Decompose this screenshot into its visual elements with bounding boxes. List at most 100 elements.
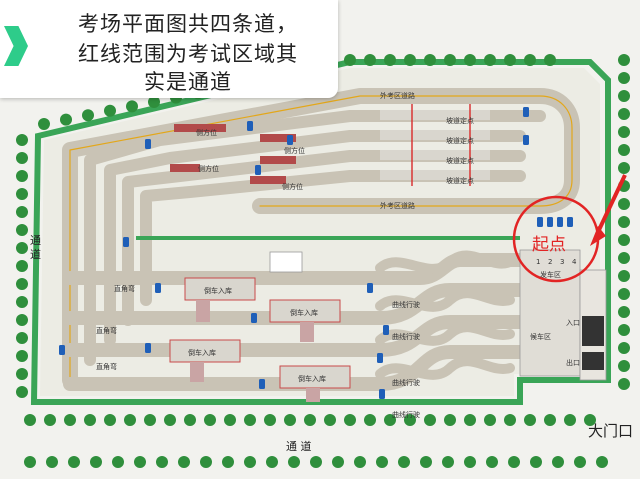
tree-icon (38, 118, 50, 130)
lane-number-3: 3 (560, 258, 565, 266)
tree-icon (156, 456, 168, 468)
car-icon (523, 107, 529, 117)
car-icon (259, 379, 265, 389)
tree-icon (224, 414, 236, 426)
tree-icon (544, 54, 556, 66)
tree-icon (124, 414, 136, 426)
tree-icon (244, 414, 256, 426)
tree-icon (618, 72, 630, 84)
car-icon (567, 217, 573, 227)
tree-icon (16, 386, 28, 398)
car-icon (547, 217, 553, 227)
curve-label-1: 曲线行驶 (392, 301, 420, 309)
tree-icon (618, 108, 630, 120)
tree-icon (16, 224, 28, 236)
car-icon (377, 353, 383, 363)
tree-icon (508, 456, 520, 468)
tree-icon (24, 414, 36, 426)
side-parking-blocks (170, 124, 296, 184)
tree-icon (84, 414, 96, 426)
tree-icon (618, 270, 630, 282)
top-road-label: 外考区道路 (380, 92, 415, 100)
tree-icon (530, 456, 542, 468)
tree-icon (618, 360, 630, 372)
curve-label-4: 曲线行驶 (392, 411, 420, 419)
tree-icon (444, 54, 456, 66)
start-label: 起点 (532, 235, 566, 255)
reverse-parking-label-3: 倒车入库 (188, 349, 216, 357)
tree-icon (618, 342, 630, 354)
tree-icon (112, 456, 124, 468)
car-icon (287, 135, 293, 145)
left-road-label: 通 道 (30, 234, 41, 261)
tree-icon (344, 54, 356, 66)
tree-icon (16, 350, 28, 362)
lane-number-1: 1 (536, 258, 541, 266)
curve-label-3: 曲线行驶 (392, 379, 420, 387)
tree-icon (288, 456, 300, 468)
tree-icon (16, 206, 28, 218)
tree-icon (354, 456, 366, 468)
tree-icon (90, 456, 102, 468)
tree-icon (618, 216, 630, 228)
car-icon (523, 135, 529, 145)
car-icon (367, 283, 373, 293)
tree-icon (104, 104, 116, 117)
right-turn-label-1: 直角弯 (114, 285, 135, 293)
reverse-parking-label-1: 倒车入库 (204, 287, 232, 295)
tree-icon (364, 414, 376, 426)
tree-icon (424, 54, 436, 66)
tree-icon (44, 414, 56, 426)
tree-icon (264, 414, 276, 426)
tree-icon (484, 54, 496, 66)
tree-icon (148, 96, 160, 108)
side-parking-label-1: 侧方位 (196, 129, 217, 137)
tree-icon (16, 152, 28, 164)
tree-icon (618, 378, 630, 390)
tree-icon (442, 456, 454, 468)
tree-icon (524, 54, 536, 66)
tree-icon (244, 456, 256, 468)
caption-line-1: 考场平面图共四条道， (78, 12, 298, 36)
lane-number-2: 2 (548, 258, 553, 266)
tree-icon (16, 134, 28, 146)
tree-row (16, 54, 630, 468)
tree-icon (332, 456, 344, 468)
car-icon (557, 217, 563, 227)
tree-icon (200, 456, 212, 468)
tree-icon (178, 456, 190, 468)
tree-icon (204, 414, 216, 426)
tree-icon (398, 456, 410, 468)
tree-icon (618, 288, 630, 300)
tree-icon (618, 90, 630, 102)
tree-icon (384, 414, 396, 426)
car-icon (379, 389, 385, 399)
tree-icon (16, 296, 28, 308)
caption-line-3: 实是通道 (144, 70, 232, 94)
tree-icon (376, 456, 388, 468)
tree-icon (24, 456, 36, 468)
tree-icon (404, 54, 416, 66)
tree-icon (618, 252, 630, 264)
car-icon (145, 343, 151, 353)
tree-icon (618, 198, 630, 210)
car-icon (247, 121, 253, 131)
bottom-road-label: 通 道 (286, 440, 312, 453)
depart-area-label: 发车区 (540, 271, 561, 279)
tree-icon (552, 456, 564, 468)
car-icon (155, 283, 161, 293)
tree-icon (420, 456, 432, 468)
tree-icon (344, 414, 356, 426)
tree-icon (484, 414, 496, 426)
tree-icon (504, 414, 516, 426)
tree-icon (310, 456, 322, 468)
car-icon (255, 165, 261, 175)
start-arrow-icon (596, 174, 627, 233)
side-parking-label-4: 侧方位 (282, 183, 303, 191)
tree-icon (126, 100, 138, 113)
tree-icon (618, 54, 630, 66)
side-parking-label-3: 侧方位 (198, 165, 219, 173)
tree-icon (184, 414, 196, 426)
tree-icon (82, 109, 94, 122)
tree-icon (486, 456, 498, 468)
